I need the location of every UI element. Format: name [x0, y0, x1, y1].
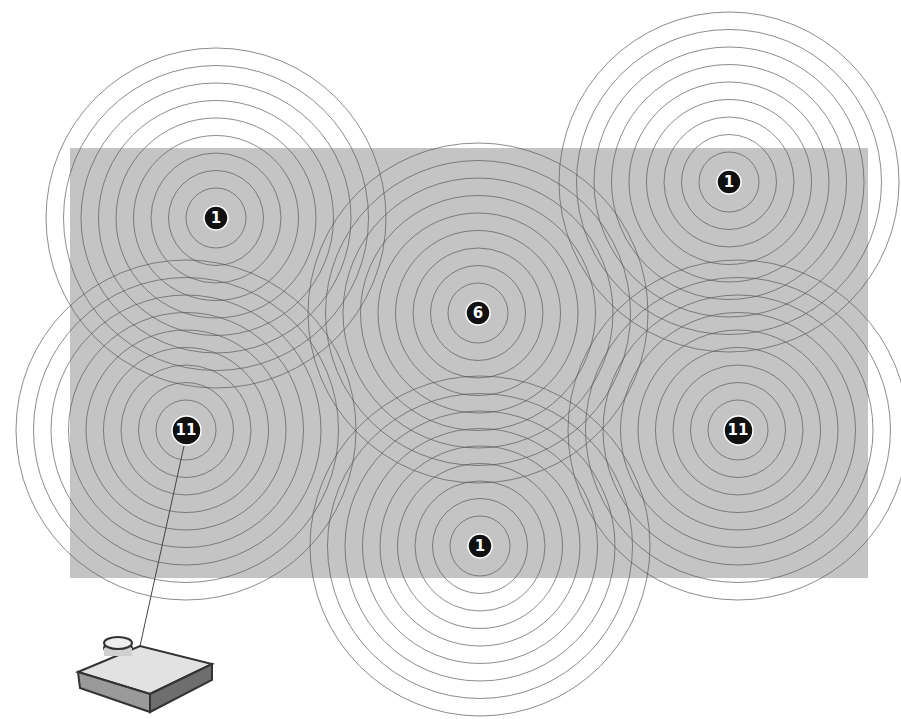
channel-number: 1 [211, 211, 221, 226]
signal-ring [64, 66, 369, 371]
signal-ring [568, 260, 901, 600]
channel-badge: 1 [467, 533, 493, 559]
signal-ring [594, 47, 864, 317]
signal-ring [186, 188, 246, 248]
signal-ring [104, 348, 269, 513]
signal-ring [81, 83, 351, 353]
signal-ring [577, 30, 882, 335]
signal-ring [310, 376, 650, 716]
channel-number: 1 [724, 175, 734, 190]
channel-badge: 11 [723, 415, 754, 446]
signal-ring [621, 313, 856, 548]
signal-ring [431, 266, 526, 361]
channel-number: 6 [473, 306, 483, 321]
signal-ring [363, 429, 598, 664]
signal-ring [326, 161, 631, 466]
signal-ring [380, 446, 580, 646]
signal-ring [134, 136, 299, 301]
signal-ring [139, 383, 234, 478]
signal-ring [51, 295, 321, 565]
signal-ring [378, 213, 578, 413]
signal-ring [629, 82, 829, 282]
signal-ring [656, 348, 821, 513]
channel-badge: 6 [465, 300, 491, 326]
signal-ring [638, 330, 838, 530]
signal-ring [151, 153, 281, 283]
signal-ring [398, 464, 563, 629]
signal-ring [673, 365, 803, 495]
signal-ring [169, 171, 264, 266]
signal-ring [448, 283, 508, 343]
channel-number: 11 [728, 423, 749, 438]
signal-ring [16, 260, 356, 600]
signal-ring [343, 178, 613, 448]
signal-ring [345, 411, 615, 681]
signal-ring [708, 400, 768, 460]
channel-badge: 11 [171, 415, 202, 446]
floor-area [70, 148, 868, 578]
signal-ring [603, 295, 873, 565]
signal-ring [450, 516, 510, 576]
signal-ring [99, 101, 334, 336]
signal-ring [308, 143, 648, 483]
signal-ring [156, 400, 216, 460]
signal-ring [415, 481, 545, 611]
signal-ring [413, 248, 543, 378]
access-point-device [78, 637, 212, 712]
channel-number: 1 [475, 539, 485, 554]
channel-badge: 1 [203, 205, 229, 231]
signal-ring [396, 231, 561, 396]
signal-ring [699, 152, 759, 212]
signal-ring [612, 65, 847, 300]
signal-ring [328, 394, 633, 699]
leader-line [140, 446, 184, 646]
signal-ring [682, 135, 777, 230]
signal-ring [121, 365, 251, 495]
signal-ring [664, 117, 794, 247]
channel-number: 11 [176, 423, 197, 438]
channel-badge: 1 [716, 169, 742, 195]
signal-ring [116, 118, 316, 318]
signal-ring [691, 383, 786, 478]
signal-ring [69, 313, 304, 548]
signal-rings [16, 12, 901, 716]
signal-ring [647, 100, 812, 265]
signal-ring [586, 278, 891, 583]
signal-ring [433, 499, 528, 594]
signal-ring [86, 330, 286, 530]
signal-ring [559, 12, 899, 352]
signal-ring [361, 196, 596, 431]
signal-ring [34, 278, 339, 583]
signal-ring [46, 48, 386, 388]
